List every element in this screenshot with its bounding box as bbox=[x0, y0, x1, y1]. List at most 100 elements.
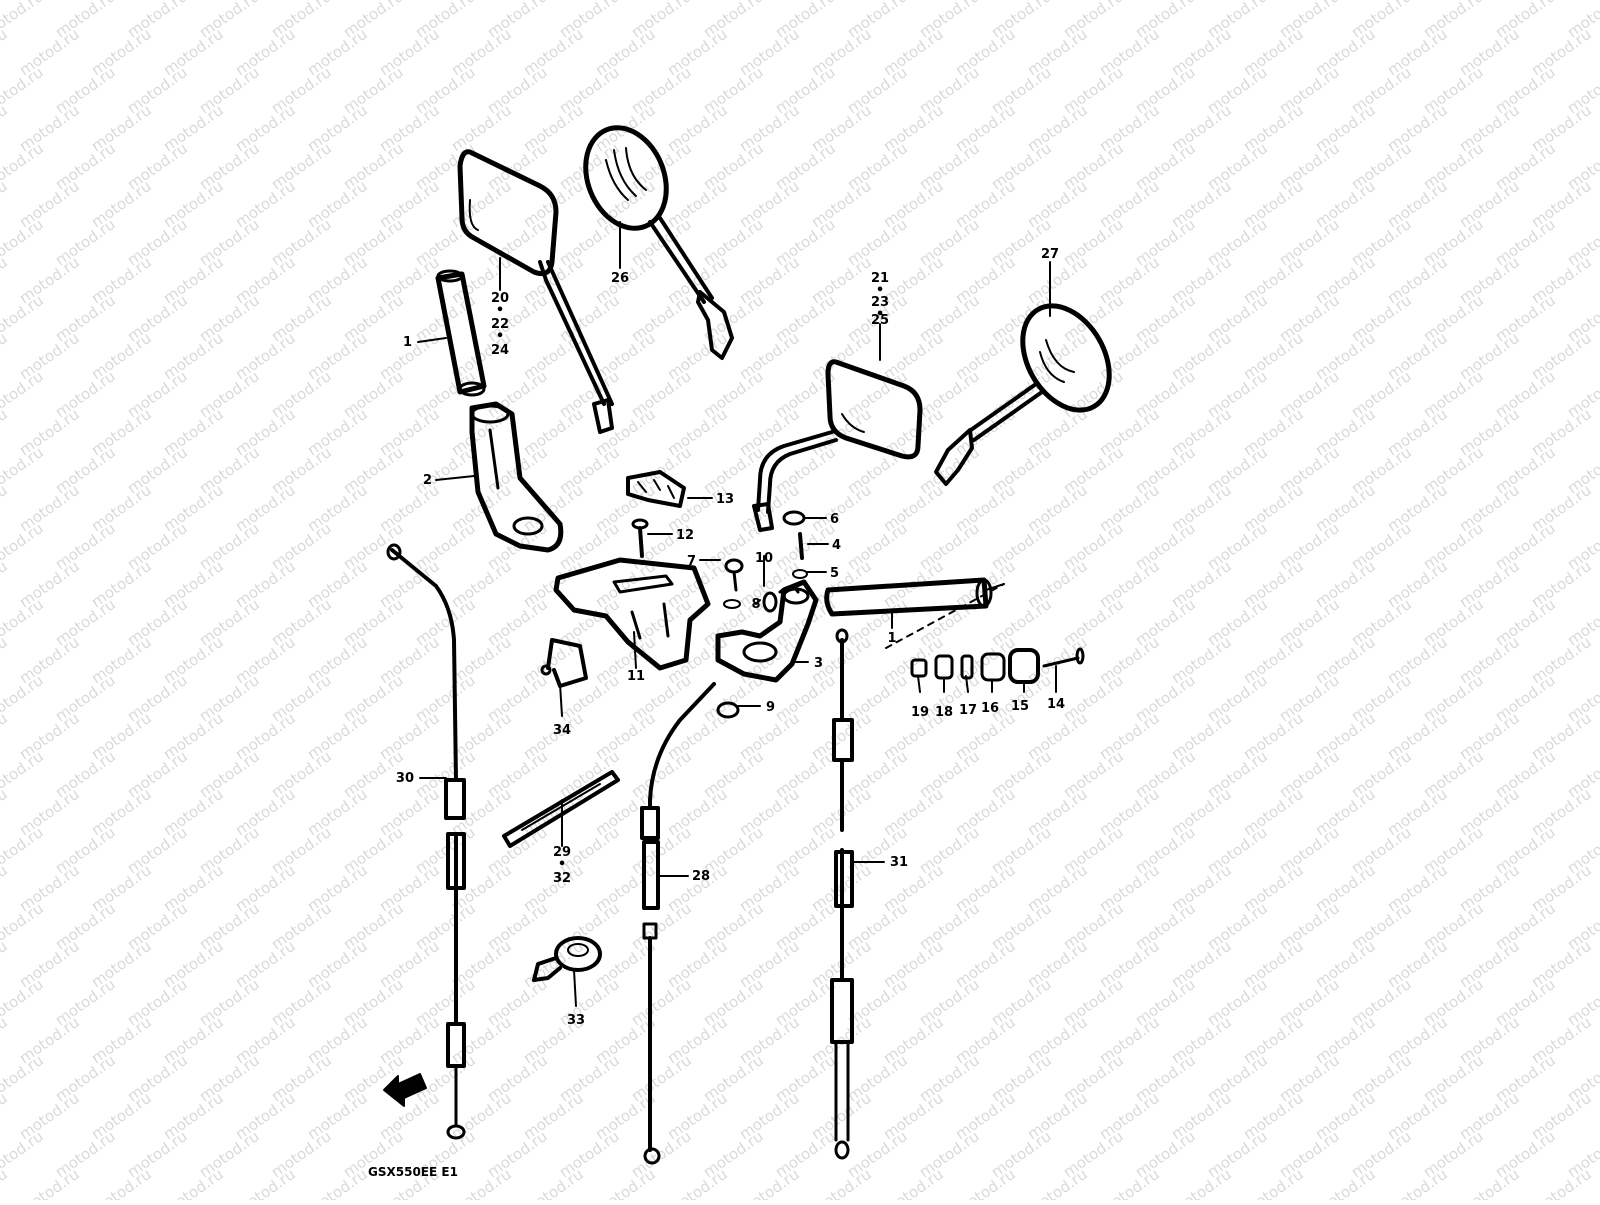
watermark-text: motod.ru bbox=[160, 1165, 227, 1200]
bracket bbox=[553, 557, 711, 671]
callout-33: 33 bbox=[567, 1013, 585, 1028]
watermark-text: motod.ru bbox=[0, 101, 11, 155]
watermark-text: motod.ru bbox=[880, 1165, 947, 1200]
watermark-text: motod.ru bbox=[0, 405, 11, 459]
callout-27: 27 bbox=[1041, 247, 1059, 262]
front-direction-arrow-icon bbox=[383, 1073, 427, 1107]
watermark-text: motod.ru bbox=[232, 1165, 299, 1200]
callout-1-left: 1 bbox=[403, 335, 412, 350]
cable-throttle bbox=[640, 682, 716, 1165]
callout-separator-29: • bbox=[558, 857, 566, 872]
watermark-text: motod.ru bbox=[0, 481, 11, 535]
watermark-text: motod.ru bbox=[0, 937, 11, 991]
callout-20: 20 bbox=[491, 291, 509, 306]
cable-clutch bbox=[386, 543, 466, 1140]
watermark-text: motod.ru bbox=[1528, 1165, 1595, 1200]
watermark-text: motod.ru bbox=[664, 1165, 731, 1200]
callout-8: 8 bbox=[751, 597, 760, 612]
watermark-text: motod.ru bbox=[1456, 1165, 1523, 1200]
callout-14: 14 bbox=[1047, 697, 1065, 712]
callout-4: 4 bbox=[832, 538, 841, 553]
watermark-text: motod.ru bbox=[0, 709, 11, 763]
watermark-text: motod.ru bbox=[0, 215, 47, 269]
callout-10: 10 bbox=[755, 551, 773, 566]
watermark-text: motod.ru bbox=[448, 1165, 515, 1200]
cable-adjuster bbox=[532, 936, 602, 982]
callout-21: 21 bbox=[871, 271, 889, 286]
watermark-text: motod.ru bbox=[88, 1165, 155, 1200]
watermark-text: motod.ru bbox=[0, 595, 47, 649]
callout-31: 31 bbox=[890, 855, 908, 870]
callout-30: 30 bbox=[396, 771, 414, 786]
watermark-text: motod.ru bbox=[0, 63, 47, 117]
watermark-text: motod.ru bbox=[0, 1013, 11, 1067]
watermark-text: motod.ru bbox=[1240, 1165, 1307, 1200]
watermark-text: motod.ru bbox=[0, 823, 47, 877]
mirror-rectangular-right bbox=[752, 359, 923, 532]
callout-2: 2 bbox=[423, 473, 432, 488]
watermark-text: motod.ru bbox=[0, 25, 11, 79]
grip-left bbox=[435, 269, 487, 397]
callout-32: 32 bbox=[553, 871, 571, 886]
watermark-text: motod.ru bbox=[808, 1165, 875, 1200]
watermark-text: motod.ru bbox=[1024, 1165, 1091, 1200]
watermark-text: motod.ru bbox=[0, 671, 47, 725]
watermark-text: motod.ru bbox=[0, 0, 11, 3]
watermark-text: motod.ru bbox=[0, 861, 11, 915]
mirror-rectangular-left bbox=[457, 149, 614, 434]
callout-18: 18 bbox=[935, 705, 953, 720]
watermark-text: motod.ru bbox=[0, 633, 11, 687]
watermark-text: motod.ru bbox=[0, 443, 47, 497]
callout-11: 11 bbox=[627, 669, 645, 684]
watermark-text: motod.ru bbox=[0, 367, 47, 421]
clip bbox=[540, 638, 588, 688]
callout-13: 13 bbox=[716, 492, 734, 507]
callout-separator-22: • bbox=[496, 329, 504, 344]
watermark-text: motod.ru bbox=[0, 291, 47, 345]
watermark-text: motod.ru bbox=[0, 177, 11, 231]
watermark-text: motod.ru bbox=[0, 519, 47, 573]
watermark-text: motod.ru bbox=[1312, 1165, 1379, 1200]
callout-34: 34 bbox=[553, 723, 571, 738]
diagram-code: GSX550EE E1 bbox=[368, 1165, 458, 1179]
handlebar-left bbox=[469, 401, 564, 553]
callout-24: 24 bbox=[491, 343, 509, 358]
callout-separator-21: • bbox=[876, 283, 884, 298]
callout-19: 19 bbox=[911, 705, 929, 720]
callout-29: 29 bbox=[553, 845, 571, 860]
callout-25: 25 bbox=[871, 313, 889, 328]
watermark-text: motod.ru bbox=[520, 1165, 587, 1200]
callout-23: 23 bbox=[871, 295, 889, 310]
callout-6: 6 bbox=[830, 512, 839, 527]
watermark-text: motod.ru bbox=[0, 747, 47, 801]
mirror-round-right bbox=[934, 303, 1112, 486]
watermark-text: motod.ru bbox=[0, 975, 47, 1029]
callout-15: 15 bbox=[1011, 699, 1029, 714]
watermark-text: motod.ru bbox=[592, 1165, 659, 1200]
watermark-text: motod.ru bbox=[1384, 1165, 1451, 1200]
callout-28: 28 bbox=[692, 869, 710, 884]
small-parts bbox=[716, 510, 808, 719]
callout-separator-20: • bbox=[496, 303, 504, 318]
watermark-text: motod.ru bbox=[16, 1165, 83, 1200]
watermark-text: motod.ru bbox=[0, 899, 47, 953]
bolt bbox=[631, 518, 649, 558]
watermark-text: motod.ru bbox=[1168, 1165, 1235, 1200]
callout-12: 12 bbox=[676, 528, 694, 543]
callout-16: 16 bbox=[981, 701, 999, 716]
watermark-text: motod.ru bbox=[0, 1089, 11, 1143]
callout-22: 22 bbox=[491, 317, 509, 332]
callout-5: 5 bbox=[830, 566, 839, 581]
callout-17: 17 bbox=[959, 703, 977, 718]
watermark-text: motod.ru bbox=[0, 329, 11, 383]
watermark-text: motod.ru bbox=[736, 1165, 803, 1200]
watermark-text: motod.ru bbox=[0, 253, 11, 307]
callout-3: 3 bbox=[814, 656, 823, 671]
callout-9: 9 bbox=[766, 700, 775, 715]
watermark-text: motod.ru bbox=[0, 1127, 47, 1181]
watermark-text: motod.ru bbox=[0, 1051, 47, 1105]
watermark-text: motod.ru bbox=[1096, 1165, 1163, 1200]
cable-choke bbox=[830, 628, 854, 1160]
